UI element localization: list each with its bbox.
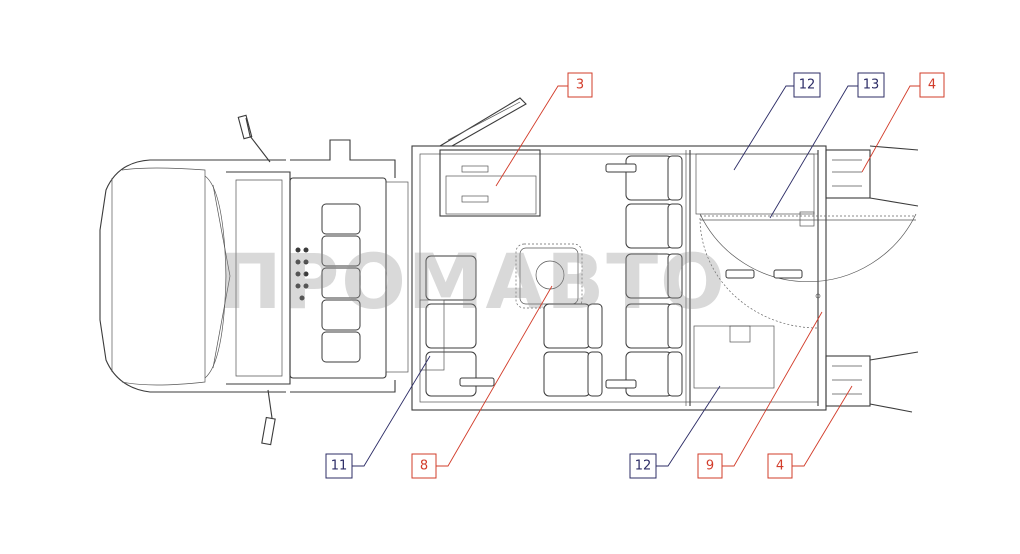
left-mirror — [245, 117, 271, 163]
callout-4-top: 4 — [919, 72, 945, 98]
rear-door-bottom — [825, 351, 919, 413]
svg-text:4: 4 — [928, 78, 936, 93]
svg-text:11: 11 — [331, 459, 348, 474]
seat-row-right — [605, 155, 683, 397]
seat-row-left — [419, 255, 495, 397]
dashboard-controls — [295, 247, 309, 301]
svg-text:4: 4 — [776, 459, 784, 474]
callout-3-top: 3 — [567, 72, 593, 98]
callout-12-bottom: 12 — [629, 453, 657, 479]
storage-cabinet — [439, 149, 541, 217]
rear-door-top — [825, 145, 919, 207]
watermark-text: ПРОМАВТО — [218, 237, 727, 326]
entry-door-open — [439, 97, 527, 147]
svg-text:13: 13 — [863, 78, 880, 93]
right-mirror — [267, 389, 273, 419]
svg-text:12: 12 — [635, 459, 652, 474]
svg-text:9: 9 — [706, 459, 714, 474]
callout-4-bottom: 4 — [767, 453, 793, 479]
cab — [99, 114, 409, 446]
leader-lines — [352, 85, 920, 467]
seat-row-middle — [543, 303, 603, 397]
svg-text:8: 8 — [420, 459, 428, 474]
callout-12-top: 12 — [793, 72, 821, 98]
salon-body — [411, 97, 827, 411]
callout-11: 11 — [325, 453, 353, 479]
svg-text:3: 3 — [576, 78, 584, 93]
svg-text:12: 12 — [799, 78, 816, 93]
callout-8: 8 — [411, 453, 437, 479]
callout-13: 13 — [857, 72, 885, 98]
callout-9: 9 — [697, 453, 723, 479]
rear-compartment — [693, 153, 917, 389]
